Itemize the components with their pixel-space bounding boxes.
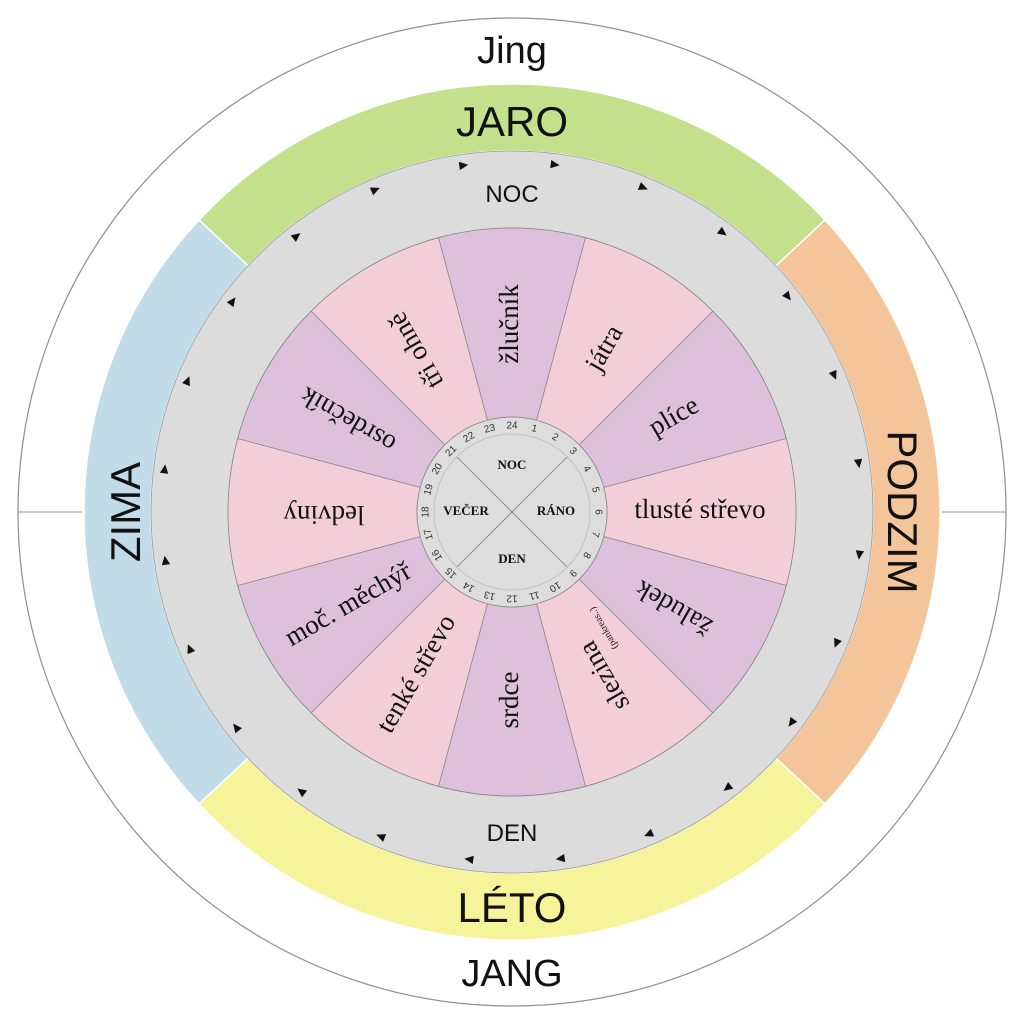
clock-hour-label: 8: [580, 550, 593, 561]
clock-hour-label: 5: [589, 486, 601, 495]
ring-label-noc: NOC: [485, 181, 538, 208]
clock-hour-label: 23: [483, 422, 497, 436]
clock-quadrant-rano: RÁNO: [537, 503, 575, 518]
direction-arrow: [376, 834, 387, 842]
clock-hour-label: 18: [421, 506, 432, 518]
direction-arrow: [458, 161, 469, 171]
yin-label: Jing: [477, 30, 547, 72]
ring-label-den: DEN: [487, 820, 538, 847]
direction-arrow: [182, 376, 190, 387]
direction-arrow: [464, 855, 474, 865]
direction-arrow: [788, 716, 798, 727]
direction-arrow: [834, 637, 842, 648]
direction-arrow: [723, 782, 734, 791]
seasons-ring: [83, 83, 941, 941]
clock-hour-label: 13: [483, 588, 497, 602]
organ-label: ledviny: [283, 500, 364, 530]
season-label-zima: ZIMA: [102, 462, 149, 562]
direction-arrow: [369, 187, 380, 196]
season-label-leto: LÉTO: [458, 884, 567, 931]
clock-hour-label: 12: [506, 592, 518, 603]
direction-arrow: [555, 853, 566, 863]
clock-hour-label: 1: [530, 423, 539, 435]
direction-arrow: [226, 297, 236, 308]
direction-arrow: [644, 828, 655, 837]
clock-hour-label: 11: [527, 588, 540, 601]
direction-arrow: [637, 182, 648, 190]
clock-hour-label: 6: [592, 509, 603, 515]
direction-arrow: [159, 464, 169, 474]
clock-hour-label: 16: [430, 547, 445, 563]
direction-arrow: [290, 233, 301, 242]
direction-arrow: [855, 550, 865, 560]
clock-hour-label: 22: [462, 430, 478, 445]
organ-label: žlučník: [494, 284, 524, 364]
yang-label: JANG: [461, 953, 562, 995]
clock-hour-label: 4: [580, 464, 593, 475]
season-label-podzim: PODZIM: [879, 430, 926, 593]
clock-inner-ring: [433, 433, 591, 591]
clock-hour-label: 20: [430, 461, 445, 477]
clock-hour-label: 14: [461, 579, 477, 594]
clock-hour-label: 2: [550, 431, 561, 444]
direction-arrow: [550, 159, 560, 169]
direction-arrow: [716, 226, 727, 236]
direction-arrow: [297, 788, 308, 798]
clock-hour-label: 19: [422, 483, 436, 497]
direction-arrow: [233, 723, 242, 734]
direction-arrow: [187, 644, 196, 655]
organ-label: tlusté střevo: [634, 494, 765, 524]
direction-arrow: [828, 369, 837, 380]
direction-arrow: [782, 290, 791, 301]
clock-hour-label: 24: [506, 421, 518, 432]
clock-hour-label: 17: [422, 527, 436, 541]
direction-arrow: [161, 555, 171, 566]
clock-divider: [456, 456, 568, 568]
clock-quadrant-noc: NOC: [498, 457, 527, 472]
organ-label: srdce: [494, 672, 524, 729]
season-label-jaro: JARO: [456, 98, 568, 145]
direction-arrow: [853, 458, 863, 469]
clock-hour-label: 7: [589, 530, 601, 539]
clock-hour-label: 10: [547, 579, 563, 594]
clock-quadrant-den: DEN: [498, 551, 526, 566]
clock-quadrant-vecer: VEČER: [443, 503, 489, 518]
ring-arrows: [159, 159, 865, 865]
